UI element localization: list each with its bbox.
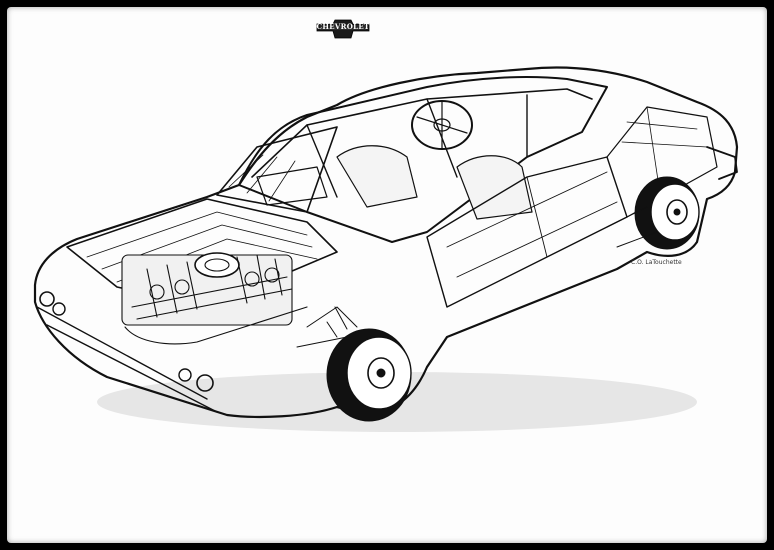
bowtie-emblem-icon: [316, 19, 370, 39]
chevrolet-logo: CHEVROLET: [315, 18, 371, 40]
windshield: [216, 126, 338, 213]
tail-light-left: [39, 291, 55, 307]
tail-light-right: [196, 374, 214, 392]
front-wheel: [634, 176, 700, 250]
artist-signature: C.O. LaTouchette: [631, 259, 682, 266]
car-cutaway-drawing: [33, 66, 739, 432]
roof-frame: [238, 76, 608, 243]
door-frame: [426, 156, 628, 308]
engine-lid: [66, 198, 338, 308]
engine-assembly: [121, 252, 308, 345]
logo-text: CHEVROLET: [316, 22, 370, 31]
interior: [256, 100, 533, 220]
body-outline: [33, 66, 739, 418]
illustration-canvas: CHEVROLET: [7, 7, 767, 543]
rear-wheel: [326, 306, 412, 422]
front-bumper: [706, 146, 738, 180]
